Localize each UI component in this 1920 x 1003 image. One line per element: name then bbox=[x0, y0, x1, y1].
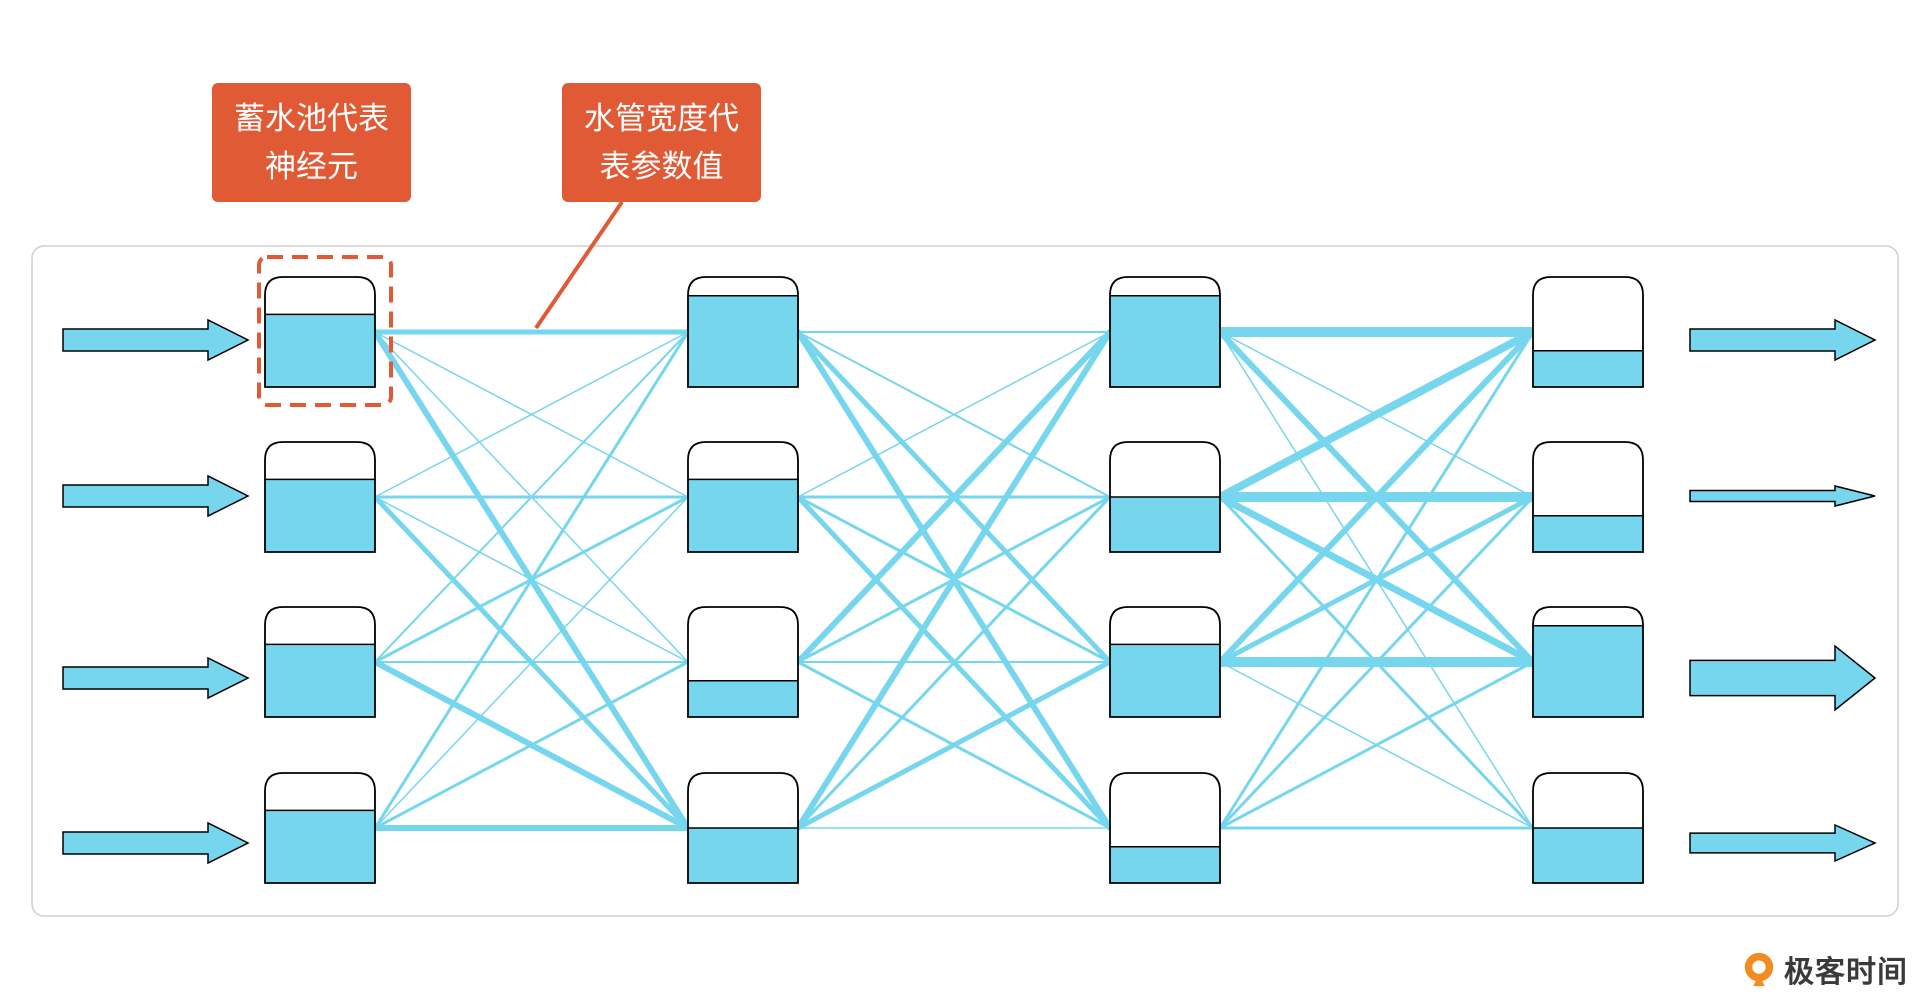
tank-water bbox=[1533, 350, 1643, 387]
callout-pipe-line-2: 表参数值 bbox=[599, 148, 724, 185]
reservoir-tank bbox=[1109, 606, 1221, 718]
reservoir-tank bbox=[1532, 606, 1644, 718]
annotations bbox=[257, 200, 624, 407]
reservoir-tank bbox=[687, 276, 799, 388]
geektime-logo-icon bbox=[1744, 952, 1774, 987]
reservoir-tanks bbox=[264, 276, 1644, 884]
tank-outline bbox=[687, 441, 799, 553]
input-arrow-3 bbox=[62, 656, 250, 700]
pipe-l1-2-to-1 bbox=[374, 331, 689, 498]
tank-outline bbox=[1532, 441, 1644, 553]
tank-outline bbox=[687, 276, 799, 388]
pipe-l3-4-to-3 bbox=[1218, 660, 1535, 830]
pipe-l3-2-to-1 bbox=[1216, 328, 1537, 501]
pipe-l1-3-to-1 bbox=[374, 331, 689, 663]
tank-outline bbox=[1109, 772, 1221, 884]
tank-outline bbox=[1532, 606, 1644, 718]
tank-water bbox=[265, 479, 375, 552]
input-arrow-1 bbox=[62, 318, 250, 362]
pipe-l2-4-to-3 bbox=[795, 659, 1113, 831]
tank-water bbox=[1110, 497, 1220, 552]
tank-outline bbox=[1109, 276, 1221, 388]
reservoir-tank bbox=[1109, 772, 1221, 884]
reservoir-tank bbox=[264, 606, 376, 718]
pipe-l3-4-to-1 bbox=[1218, 330, 1535, 830]
tank-outline bbox=[687, 772, 799, 884]
callout-pipe-label: 水管宽度代 表参数值 bbox=[562, 83, 761, 202]
tank-outline bbox=[264, 772, 376, 884]
reservoir-tank bbox=[264, 276, 376, 388]
tank-outline bbox=[264, 441, 376, 553]
highlight-dashed-box bbox=[257, 255, 393, 407]
pipe-l1-4-to-1 bbox=[373, 330, 690, 830]
reservoir-tank bbox=[264, 772, 376, 884]
tank-outline bbox=[687, 606, 799, 718]
output-arrow-1 bbox=[1689, 318, 1877, 362]
brand-watermark: 极客时间 bbox=[1740, 947, 1908, 991]
tank-water bbox=[688, 295, 798, 387]
tank-water bbox=[688, 479, 798, 552]
tank-outline bbox=[1532, 772, 1644, 884]
tank-water bbox=[1110, 846, 1220, 883]
reservoir-tank bbox=[687, 772, 799, 884]
callout-neuron-line-1: 蓄水池代表 bbox=[234, 100, 389, 137]
tank-outline bbox=[264, 606, 376, 718]
tank-water bbox=[1533, 625, 1643, 717]
output-arrow-3 bbox=[1689, 644, 1877, 712]
tank-water bbox=[265, 314, 375, 387]
reservoir-tank bbox=[687, 606, 799, 718]
tank-outline bbox=[1532, 276, 1644, 388]
tank-water bbox=[688, 828, 798, 883]
callout-pipe-line-1: 水管宽度代 bbox=[584, 100, 739, 137]
pipe-l3-4-to-2 bbox=[1218, 495, 1535, 830]
callout-neuron-label: 蓄水池代表 神经元 bbox=[212, 83, 411, 202]
output-arrow-4 bbox=[1689, 823, 1877, 863]
pipe-l2-4-to-2 bbox=[796, 495, 1112, 830]
pipe-l1-4-to-2 bbox=[374, 496, 689, 829]
pipe-connections bbox=[372, 327, 1538, 831]
pipe-l1-4-to-3 bbox=[373, 660, 690, 830]
tank-outline bbox=[264, 276, 376, 388]
brand-name: 极客时间 bbox=[1784, 955, 1908, 990]
reservoir-tank bbox=[1532, 276, 1644, 388]
tank-water bbox=[1533, 828, 1643, 883]
tank-water bbox=[688, 680, 798, 717]
pipe-l2-2-to-1 bbox=[797, 331, 1111, 498]
reservoir-tank bbox=[264, 441, 376, 553]
reservoir-tank bbox=[687, 441, 799, 553]
input-arrow-2 bbox=[62, 474, 250, 518]
tank-water bbox=[1533, 515, 1643, 552]
tank-water bbox=[265, 644, 375, 717]
pipe-l2-4-to-1 bbox=[795, 329, 1113, 831]
input-arrow-4 bbox=[62, 821, 250, 865]
tank-outline bbox=[1109, 441, 1221, 553]
callout-pointer-line bbox=[534, 200, 624, 330]
tank-water bbox=[1110, 644, 1220, 717]
reservoir-tank bbox=[1532, 441, 1644, 553]
reservoir-tank bbox=[1109, 441, 1221, 553]
flow-arrows bbox=[62, 318, 1877, 865]
callout-neuron-line-2: 神经元 bbox=[265, 148, 358, 185]
reservoir-tank bbox=[1109, 276, 1221, 388]
tank-water bbox=[265, 810, 375, 883]
pipe-l2-3-to-1 bbox=[795, 329, 1113, 665]
pipe-l3-3-to-1 bbox=[1217, 329, 1536, 665]
tank-outline bbox=[1109, 606, 1221, 718]
diagram-panel bbox=[31, 245, 1899, 917]
reservoir-tank bbox=[1532, 772, 1644, 884]
tank-water bbox=[1110, 295, 1220, 387]
output-arrow-2 bbox=[1689, 485, 1876, 507]
